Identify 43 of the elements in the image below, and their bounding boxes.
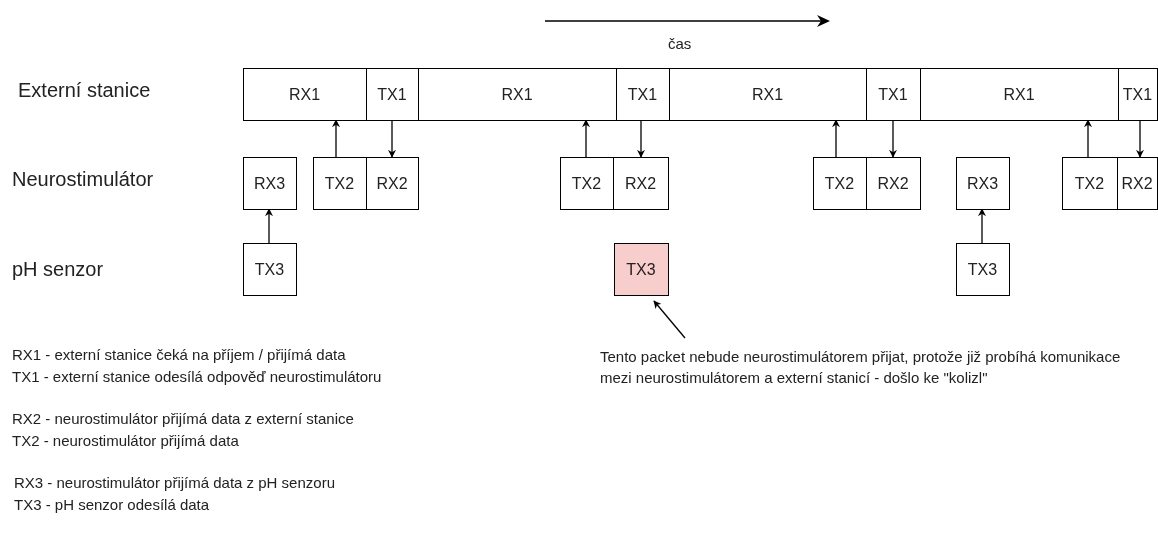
- packet-box: TX2: [812, 157, 867, 210]
- legend-text: RX1 - externí stanice čeká na příjem / přijímá data: [12, 345, 346, 365]
- packet-box: TX3: [955, 243, 1010, 296]
- packet-box: RX3: [955, 157, 1010, 210]
- packet-box: RX1: [417, 68, 617, 121]
- arrow: [332, 119, 340, 158]
- arrow: [637, 119, 645, 158]
- packet-box: RX2: [612, 157, 669, 210]
- row-label: Neurostimulátor: [12, 167, 154, 192]
- arrow: [582, 119, 590, 158]
- note-text: Tento packet nebude neurostimulátorem přijat, protože již probíhá komunikace mezi neurostimulátorem a externí stanicí - došlo ke "kolizl": [600, 346, 1140, 388]
- legend-text: TX1 - externí stanice odesílá odpověď neurostimulátoru: [12, 367, 382, 387]
- axis-label: čas: [668, 34, 692, 54]
- leader-line: [653, 300, 686, 339]
- packet-box: TX1: [365, 68, 419, 121]
- arrow: [889, 119, 897, 158]
- packet-box: TX3: [242, 243, 297, 296]
- row-label: pH senzor: [12, 257, 104, 282]
- collision-packet-box: TX3: [613, 243, 669, 296]
- arrow: [265, 208, 273, 244]
- legend-text: TX2 - neurostimulátor přijímá data: [12, 431, 239, 451]
- packet-box: RX1: [242, 68, 367, 121]
- packet-box: RX3: [242, 157, 297, 210]
- arrow: [1136, 119, 1144, 158]
- packet-box: TX2: [559, 157, 614, 210]
- packet-box: RX1: [668, 68, 867, 121]
- packet-box: TX2: [1061, 157, 1118, 210]
- row-label: Externí stanice: [18, 78, 151, 103]
- packet-box: TX1: [615, 68, 670, 121]
- arrow: [978, 208, 986, 244]
- arrow: [1084, 119, 1092, 158]
- arrow: [388, 119, 396, 158]
- packet-box: RX2: [1116, 157, 1158, 210]
- legend-text: RX2 - neurostimulátor přijímá data z externí stanice: [12, 409, 354, 429]
- packet-box: TX1: [865, 68, 921, 121]
- packet-box: RX1: [919, 68, 1119, 121]
- packet-box: RX2: [865, 157, 921, 210]
- legend-text: TX3 - pH senzor odesílá data: [14, 495, 210, 515]
- packet-box: TX2: [312, 157, 367, 210]
- packet-box: TX1: [1117, 68, 1158, 121]
- arrow: [832, 119, 840, 158]
- legend-text: RX3 - neurostimulátor přijímá data z pH senzoru: [14, 473, 335, 493]
- packet-box: RX2: [365, 157, 419, 210]
